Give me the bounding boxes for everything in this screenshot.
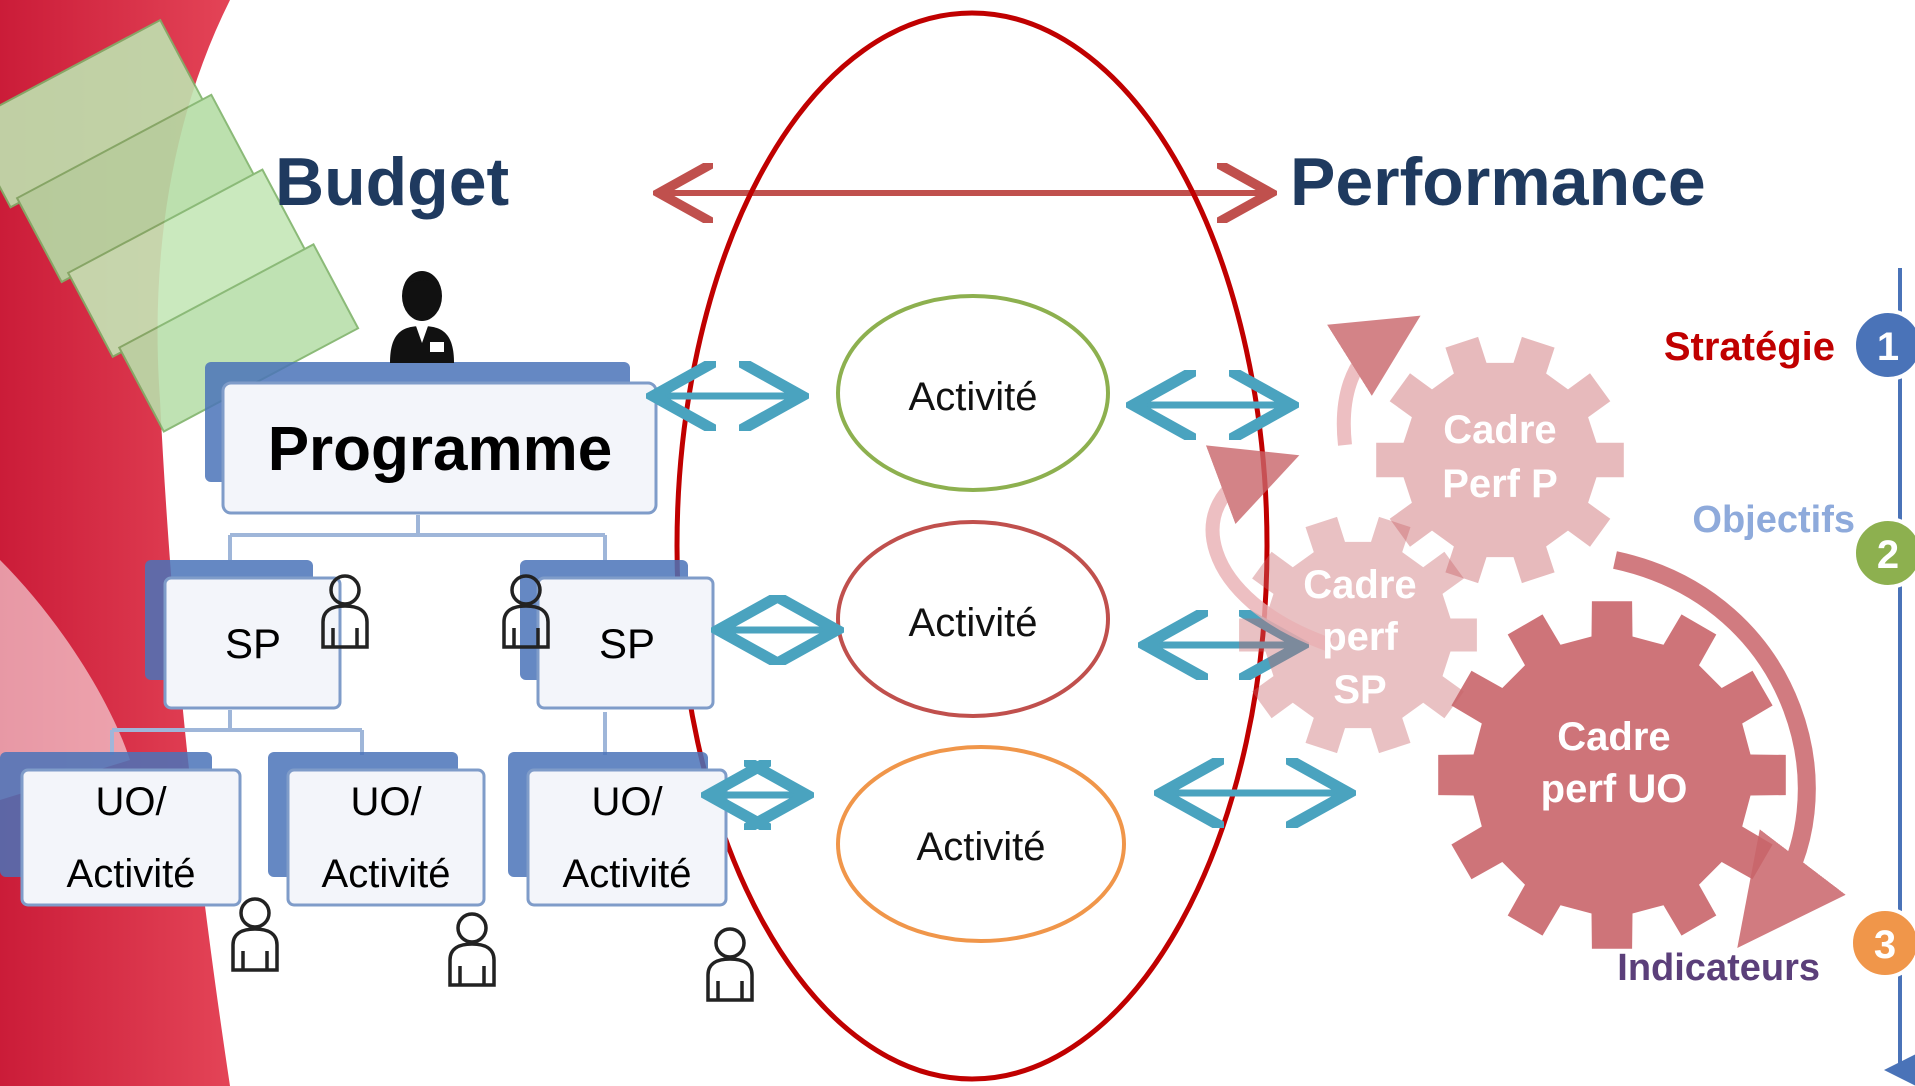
- gear-perf-uo: [1438, 601, 1786, 949]
- gear-sp-line2: perf: [1322, 615, 1398, 659]
- uo-box-1: UO/ Activité: [0, 752, 242, 907]
- budget-title: Budget: [275, 144, 509, 220]
- gear-perf-sp: [1239, 516, 1477, 754]
- programme-label: Programme: [268, 415, 613, 484]
- uo-3-line2: Activité: [563, 852, 692, 896]
- person-icon-sp-right: [502, 574, 550, 649]
- uo-box-3: UO/ Activité: [508, 752, 728, 907]
- person-icon-sp-left: [321, 574, 369, 649]
- level-2-circle: [1852, 517, 1915, 589]
- gear-sp-line3: SP: [1333, 668, 1386, 712]
- person-icon-uo-1: [231, 897, 279, 972]
- gear-p-line2: Perf P: [1442, 462, 1558, 506]
- level-indicateurs-label: Indicateurs: [1617, 947, 1820, 989]
- performance-title: Performance: [1290, 144, 1706, 220]
- sp-left-label: SP: [225, 620, 281, 667]
- sp-box-left: SP: [145, 560, 342, 710]
- gear-uo-line2: perf UO: [1541, 767, 1688, 811]
- uo-2-line2: Activité: [322, 852, 451, 896]
- activity-1-label: Activité: [909, 375, 1038, 419]
- gear-sp-line1: Cadre: [1303, 563, 1416, 607]
- level-objectifs-label: Objectifs: [1692, 499, 1855, 541]
- programme-box: Programme: [205, 362, 658, 515]
- activity-2-label: Activité: [909, 601, 1038, 645]
- activity-3-label: Activité: [917, 825, 1046, 869]
- activities-ellipse: [674, 10, 1270, 1082]
- activity-3: Activité: [836, 745, 1126, 943]
- level-strategie-label: Stratégie: [1664, 325, 1835, 369]
- sp-right-label: SP: [599, 620, 655, 667]
- tree-connectors: [110, 515, 607, 755]
- level-2-number: 2: [1877, 533, 1899, 577]
- uo-3-line1: UO/: [591, 780, 663, 824]
- gear-perf-p: [1376, 336, 1624, 584]
- gears-layer: [1205, 315, 1846, 949]
- level-3-circle: [1849, 907, 1915, 979]
- uo-box-2: UO/ Activité: [268, 752, 486, 907]
- level-1-circle: [1852, 309, 1915, 381]
- activity-2: Activité: [836, 520, 1110, 718]
- gear-p-line1: Cadre: [1443, 408, 1556, 452]
- person-icon-uo-2: [448, 912, 496, 987]
- uo-1-line1: UO/: [95, 780, 167, 824]
- uo-1-line2: Activité: [67, 852, 196, 896]
- activity-1: Activité: [836, 294, 1110, 492]
- manager-person-icon: [390, 271, 454, 363]
- right-connector-arrows: [1140, 405, 1342, 793]
- person-icon-uo-3: [706, 927, 754, 1002]
- uo-2-line1: UO/: [350, 780, 422, 824]
- level-1-number: 1: [1877, 325, 1899, 369]
- level-3-number: 3: [1874, 923, 1896, 967]
- gear-uo-line1: Cadre: [1557, 715, 1670, 759]
- left-connector-arrows: [660, 396, 830, 795]
